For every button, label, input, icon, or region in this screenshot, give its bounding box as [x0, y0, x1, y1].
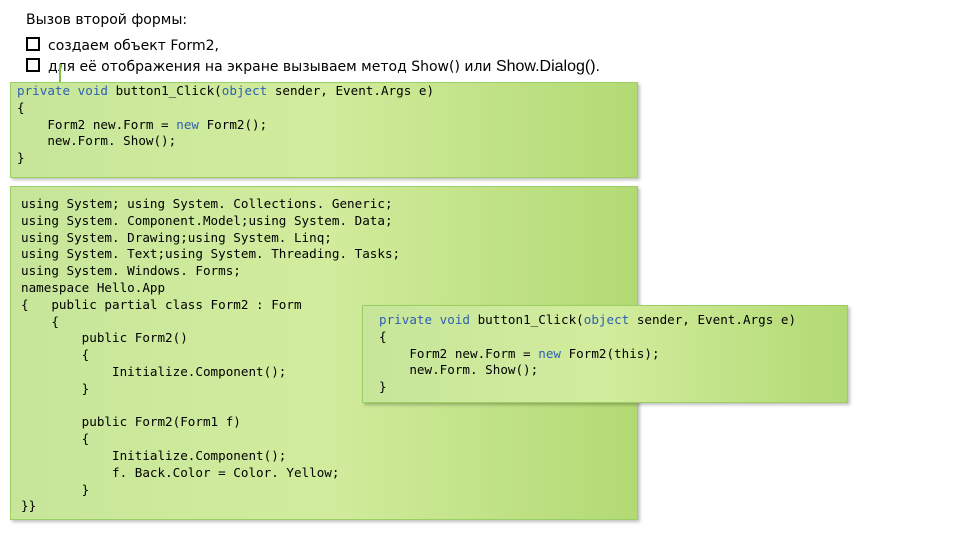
code-text: new.Form. Show();	[379, 362, 539, 378]
code-line: }	[379, 379, 847, 396]
code-keyword: private void	[17, 83, 108, 98]
code-text: {	[379, 328, 387, 344]
code-line: private void button1_Click(object sender…	[17, 83, 637, 100]
code-line: {	[21, 313, 59, 329]
code-line: namespace Hello.App	[21, 279, 166, 295]
code-line: }	[21, 481, 90, 497]
code-text: }	[379, 379, 387, 395]
code-text: {	[17, 99, 25, 115]
slide-heading: Вызов второй формы:	[26, 12, 188, 28]
code-line: }	[17, 150, 637, 167]
code-text: button1_Click(	[108, 83, 222, 98]
code-line: {	[21, 431, 90, 447]
code-text: Form2 new.Form =	[17, 116, 177, 132]
code-keyword: new	[176, 116, 199, 132]
code-text: Form2 new.Form =	[379, 345, 539, 361]
bullet-text-large: Show.Dialog().	[495, 58, 600, 75]
code-line: using System. Component.Model;using Syst…	[21, 212, 393, 228]
bullet-text: создаем объект Form2,	[48, 38, 219, 54]
code-line: using System. Drawing;using System. Linq…	[21, 229, 332, 245]
code-line: new.Form. Show();	[379, 362, 847, 379]
code-line: }}	[21, 498, 37, 514]
code-line: Initialize.Component();	[21, 447, 287, 463]
text-cursor	[59, 64, 61, 86]
code-keyword: new	[538, 345, 561, 361]
bullet-show-method: для её отображения на экране вызываем ме…	[26, 58, 600, 76]
code-line: public Form2(Form1 f)	[21, 414, 241, 430]
code-block-form2-class: using System; using System. Collections.…	[10, 186, 638, 520]
code-line: Form2 new.Form = new Form2(this);	[379, 346, 847, 363]
code-keyword: object	[583, 312, 630, 327]
code-line: Initialize.Component();	[21, 363, 287, 379]
code-line: public Form2()	[21, 330, 188, 346]
code-text: }	[17, 150, 25, 166]
code-text: Form2(this);	[560, 345, 660, 361]
code-line: }	[21, 380, 90, 396]
code-line: Form2 new.Form = new Form2();	[17, 117, 637, 134]
code-line: f. Back.Color = Color. Yellow;	[21, 464, 340, 480]
code-text: sender, Event.Args e)	[629, 312, 797, 327]
code-line: { public partial class Form2 : Form	[21, 296, 302, 312]
code-text: new.Form. Show();	[17, 133, 177, 149]
code-block-show: private void button1_Click(object sender…	[10, 82, 638, 178]
checkbox-bullet-icon	[26, 37, 40, 51]
code-line: private void button1_Click(object sender…	[379, 312, 847, 329]
code-line: new.Form. Show();	[17, 133, 637, 150]
code-text: Form2();	[198, 116, 268, 132]
code-line: {	[17, 100, 637, 117]
checkbox-bullet-icon	[26, 58, 40, 72]
code-line: {	[379, 329, 847, 346]
bullet-text: для её отображения на экране вызываем ме…	[48, 59, 496, 75]
code-line: using System. Windows. Forms;	[21, 263, 241, 279]
code-line: using System; using System. Collections.…	[21, 196, 393, 211]
code-line: using System. Text;using System. Threadi…	[21, 246, 401, 262]
code-block-show-this: private void button1_Click(object sender…	[362, 305, 848, 403]
code-keyword: private void	[379, 312, 470, 327]
code-keyword: object	[221, 83, 268, 98]
code-text: sender, Event.Args e)	[267, 83, 435, 98]
bullet-create-object: создаем объект Form2,	[26, 37, 219, 54]
code-line: {	[21, 347, 90, 363]
code-text: button1_Click(	[470, 312, 584, 327]
